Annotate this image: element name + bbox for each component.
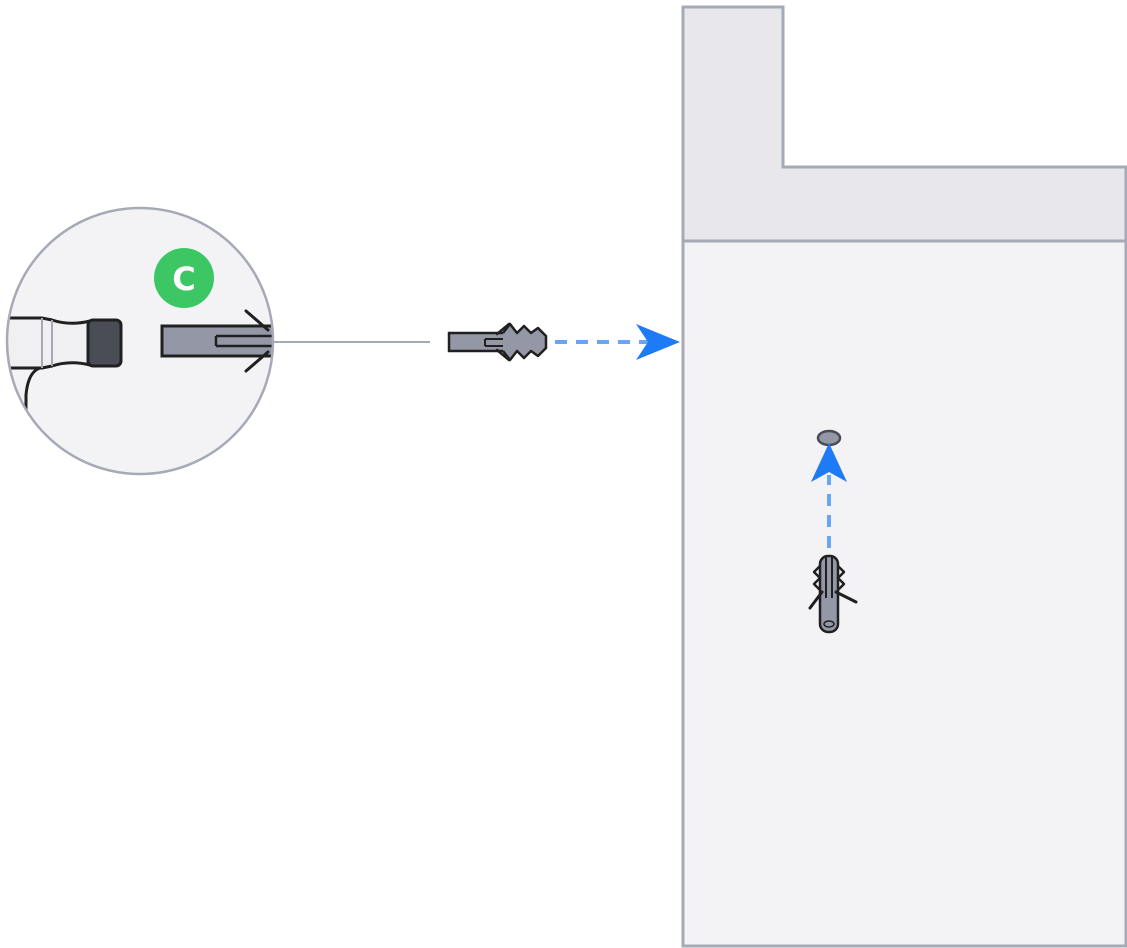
arrow-right-icon <box>555 324 680 360</box>
wall <box>681 5 1127 948</box>
callout-badge: C <box>154 248 214 308</box>
wall-anchor-icon <box>160 309 273 373</box>
arrow-up-icon <box>811 443 847 548</box>
zoom-callout <box>5 206 275 476</box>
wall-anchor-icon <box>808 554 858 634</box>
badge-circle <box>154 248 214 308</box>
drill-bit-icon <box>7 316 123 420</box>
badge-label: C <box>172 260 195 298</box>
wall-top-section <box>681 5 1127 243</box>
wall-anchor-icon <box>447 322 548 362</box>
wall-face <box>681 239 1127 948</box>
drill-hole-icon <box>816 429 842 447</box>
